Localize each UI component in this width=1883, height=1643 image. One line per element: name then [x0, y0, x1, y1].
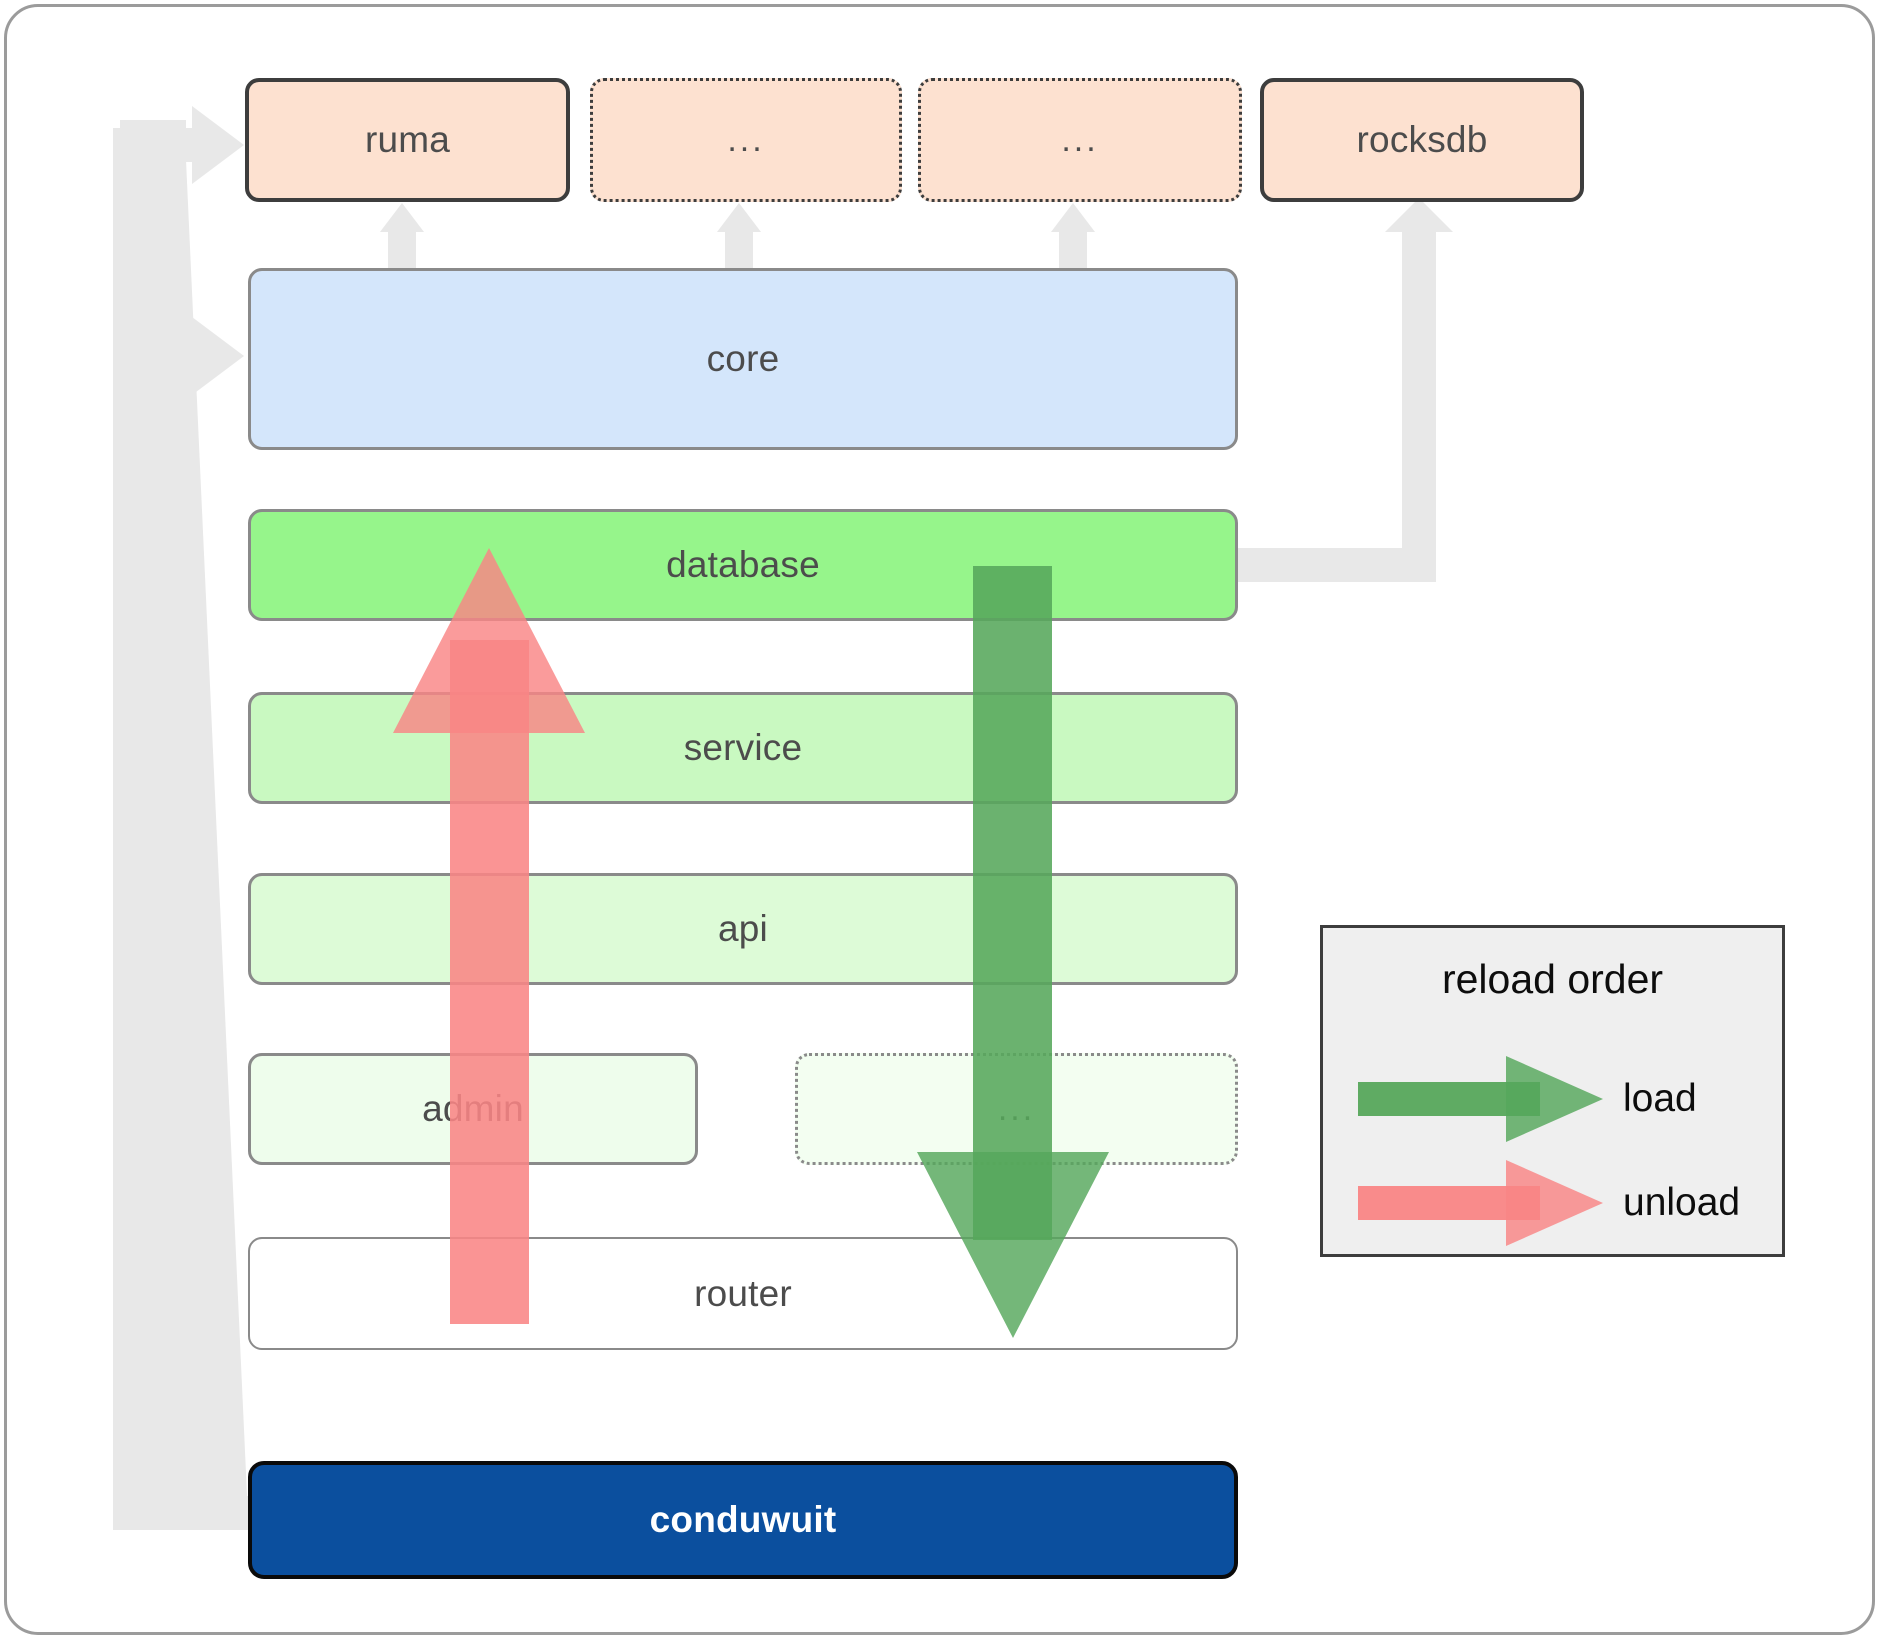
legend-row-load: load: [1323, 1056, 1788, 1142]
node-external-ellipsis-2-label: ...: [1061, 120, 1099, 159]
node-core-label: core: [706, 338, 780, 379]
node-conduwuit[interactable]: conduwuit: [248, 1461, 1238, 1579]
connector-rail-to-conduwuit: [113, 1496, 248, 1530]
legend-title: reload order: [1441, 956, 1664, 1002]
connector-branch-ruma-stem: [113, 128, 201, 162]
unload-arrow-head: [393, 548, 585, 733]
legend-load-arrow-icon: [1358, 1056, 1603, 1142]
unload-arrow: [393, 548, 585, 1324]
connector-core-to-ellip1-head: [717, 203, 761, 232]
node-conduwuit-label: conduwuit: [649, 1499, 837, 1540]
legend-unload-arrow-icon: [1358, 1160, 1603, 1246]
load-arrow: [917, 566, 1109, 1338]
connector-branch-core-head: [192, 317, 244, 395]
connector-db-to-rocksdb-head: [1385, 198, 1453, 232]
legend-load-label: load: [1623, 1077, 1697, 1120]
node-external-ellipsis-1[interactable]: ...: [590, 78, 902, 202]
node-core[interactable]: core: [248, 268, 1238, 450]
node-service-label: service: [683, 727, 803, 768]
load-arrow-shaft: [973, 566, 1052, 1240]
node-external-ellipsis-1-label: ...: [727, 120, 765, 159]
connector-group: [113, 106, 1453, 1530]
node-ruma-label: ruma: [364, 119, 451, 160]
connector-core-to-ruma-head: [380, 203, 424, 232]
node-router-label: router: [694, 1272, 792, 1314]
node-api-label: api: [718, 908, 768, 949]
node-rocksdb-label: rocksdb: [1356, 119, 1488, 160]
node-database-label: database: [666, 544, 820, 585]
legend-panel: reload order load unload: [1320, 925, 1785, 1257]
connector-branch-ruma-head: [192, 106, 244, 184]
node-database[interactable]: database: [248, 509, 1238, 621]
unload-arrow-shaft: [450, 640, 529, 1324]
legend-row-unload: unload: [1323, 1160, 1788, 1246]
node-ruma[interactable]: ruma: [245, 78, 570, 202]
node-api[interactable]: api: [248, 873, 1238, 985]
node-router[interactable]: router: [248, 1237, 1238, 1350]
connector-db-to-rocksdb-vertical: [1402, 228, 1436, 582]
connector-conduwuit-to-left-rail: [120, 120, 247, 1530]
node-external-ellipsis-2[interactable]: ...: [918, 78, 1242, 202]
load-arrow-head: [917, 1152, 1109, 1338]
legend-unload-label: unload: [1623, 1181, 1741, 1224]
node-rocksdb[interactable]: rocksdb: [1260, 78, 1584, 202]
connector-branch-core-stem: [113, 339, 201, 373]
connector-core-to-ellip2-head: [1051, 203, 1095, 232]
